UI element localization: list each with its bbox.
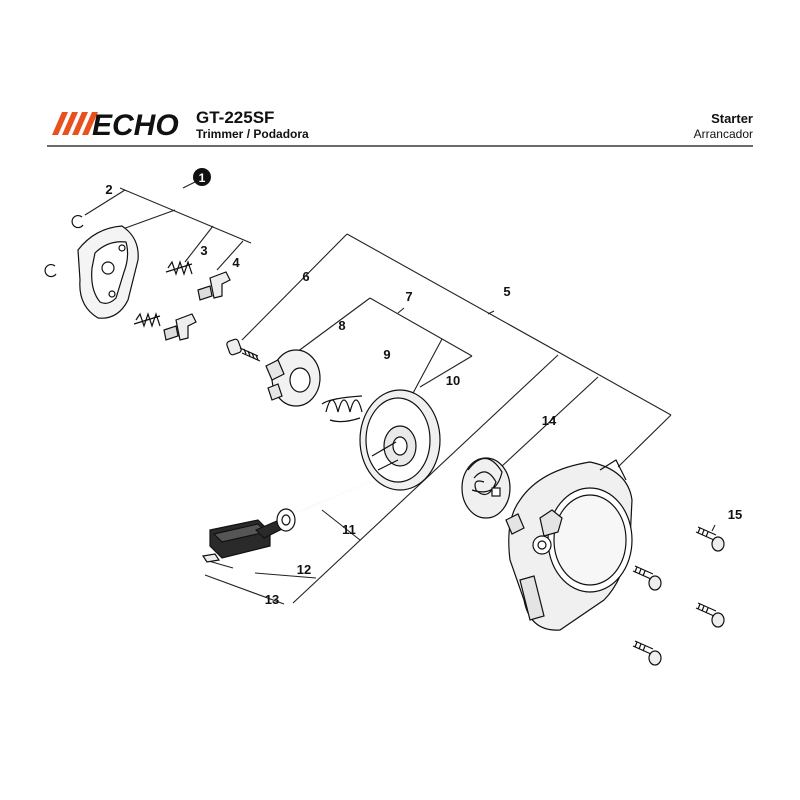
callout-6: 6 <box>302 269 309 284</box>
callout-8: 8 <box>338 318 345 333</box>
rope-reel <box>359 389 441 491</box>
spring-case <box>461 457 511 519</box>
callout-12: 12 <box>297 562 311 577</box>
ratchet-pawl-lower <box>163 313 197 341</box>
callout-9: 9 <box>383 347 390 362</box>
echo-logo-text: ECHO <box>92 109 179 142</box>
starter-case <box>505 459 633 631</box>
section-title-es: Arrancador <box>694 127 753 141</box>
ratchet-spring-upper <box>165 260 193 276</box>
ratchet-pawl-upper <box>197 271 231 301</box>
rope-stopper <box>201 553 221 563</box>
callout-15: 15 <box>728 507 742 522</box>
callout-3: 3 <box>200 243 207 258</box>
callout-7: 7 <box>405 289 412 304</box>
callout-5: 5 <box>503 284 510 299</box>
ratchet-plate <box>77 225 139 319</box>
callout-1-label: 1 <box>199 171 206 185</box>
callout-11: 11 <box>342 522 356 537</box>
starter-grip <box>209 508 296 559</box>
pulley-cap <box>265 349 321 407</box>
product-name: Trimmer / Podadora <box>196 127 309 141</box>
recoil-spring <box>321 395 363 423</box>
callout-14: 14 <box>542 413 557 428</box>
callout-10: 10 <box>446 373 460 388</box>
center-bolt <box>226 338 261 362</box>
starter-rope <box>297 481 371 513</box>
ratchet-spring-lower <box>133 312 161 328</box>
callout-4: 4 <box>232 255 240 270</box>
callout-13: 13 <box>265 592 279 607</box>
callout-1: 1 <box>193 168 211 186</box>
case-bolt-3 <box>695 602 725 628</box>
case-bolt-2 <box>632 565 662 591</box>
case-bolt-1 <box>695 526 725 552</box>
case-bolt-4 <box>632 640 662 666</box>
e-clip-upper <box>71 214 84 229</box>
e-clip-lower <box>44 263 57 278</box>
model-number: GT-225SF <box>196 108 274 127</box>
callout-2: 2 <box>105 182 112 197</box>
echo-logo: ECHO <box>52 109 179 142</box>
section-title: Starter <box>711 111 753 126</box>
